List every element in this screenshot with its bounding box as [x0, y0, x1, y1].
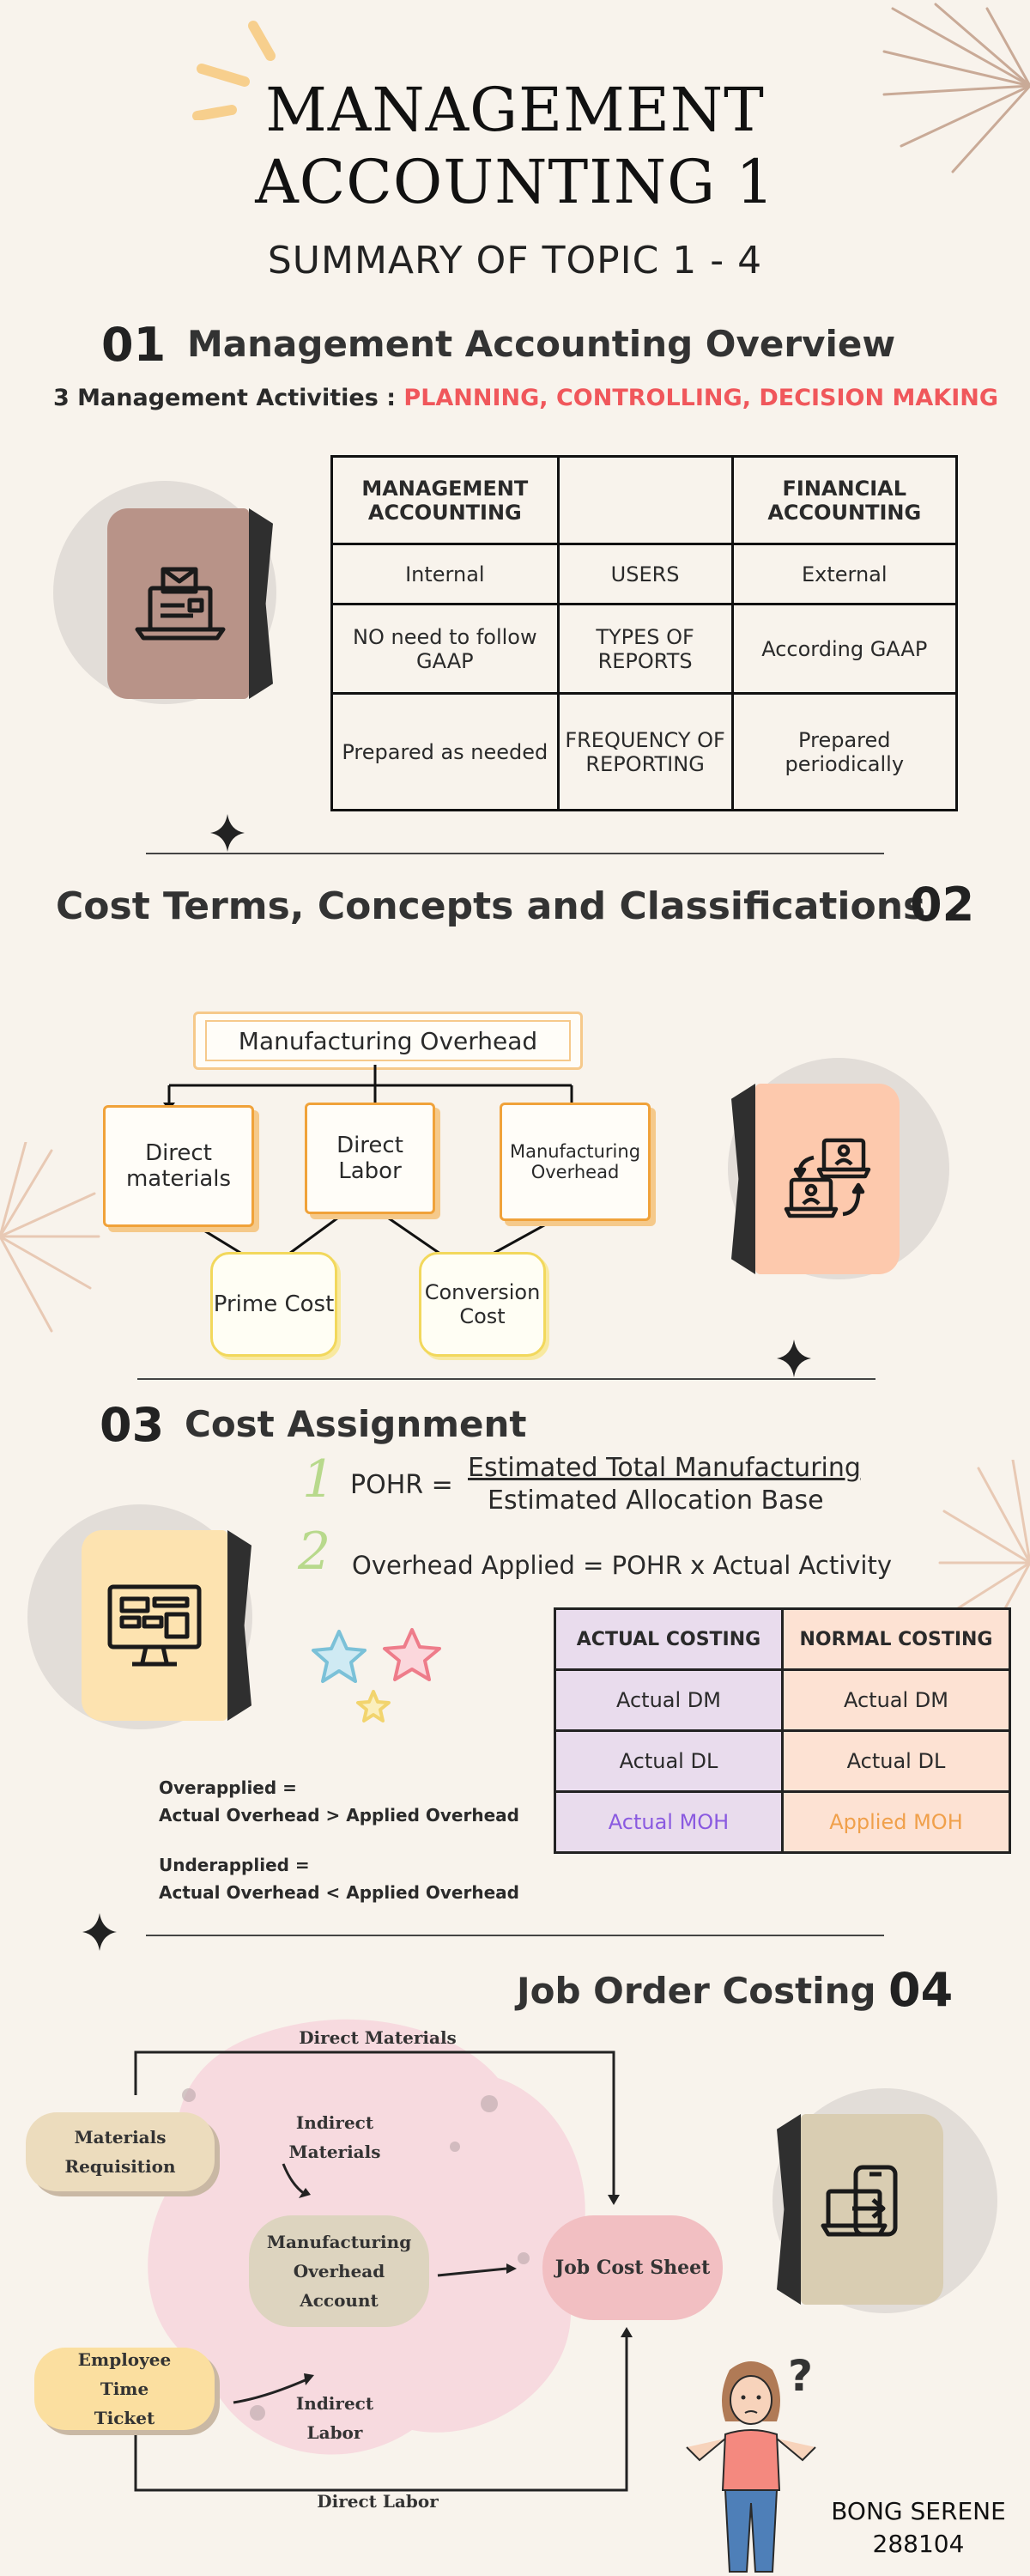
underapplied-text: Actual Overhead < Applied Overhead	[159, 1882, 519, 1903]
table-header-management: MANAGEMENT ACCOUNTING	[330, 455, 560, 545]
direct-labor-box: Direct Labor	[305, 1103, 435, 1214]
section1-number: 01	[101, 318, 167, 372]
formula1-lhs: POHR =	[350, 1470, 453, 1500]
direct-materials-flow-label: Direct Materials	[299, 2027, 457, 2048]
device-transfer-icon	[821, 2165, 898, 2237]
activities-value: PLANNING, CONTROLLING, DECISION MAKING	[403, 385, 998, 411]
manufacturing-overhead-label: Manufacturing Overhead	[509, 1141, 641, 1182]
materials-requisition-label: Materials Requisition	[64, 2127, 176, 2177]
section3-number: 03	[100, 1398, 165, 1452]
direct-materials-label: Direct materials	[125, 1140, 232, 1192]
table-cell: Actual DL	[554, 1729, 784, 1793]
prime-cost-label: Prime Cost	[213, 1291, 335, 1317]
page-title-line1: MANAGEMENT	[265, 75, 765, 145]
table-cell: TYPES OF REPORTS	[556, 603, 734, 695]
table-header-blank	[556, 455, 734, 545]
manufacturing-overhead-account-bubble: Manufacturing Overhead Account	[249, 2215, 429, 2327]
section2-number: 02	[910, 878, 975, 932]
formula1-denominator: Estimated Allocation Base	[488, 1485, 824, 1516]
table-cell: Prepared periodically	[730, 692, 959, 811]
management-vs-financial-table: MANAGEMENT ACCOUNTING FINANCIAL ACCOUNTI…	[330, 455, 959, 811]
conversion-cost-box: Conversion Cost	[419, 1252, 546, 1357]
confused-person-illustration	[686, 2361, 816, 2573]
table-cell: USERS	[556, 543, 734, 605]
conversion-cost-label: Conversion Cost	[424, 1280, 541, 1328]
section4-heading: Job Order Costing	[517, 1970, 876, 2012]
applied-moh-cell: Applied MOH	[781, 1790, 1011, 1854]
formula2-text: Overhead Applied = POHR x Actual Activit…	[352, 1551, 893, 1580]
section4-number: 04	[888, 1963, 954, 2017]
overapplied-note: Overapplied = Actual Overhead > Applied …	[159, 1774, 519, 1829]
job-cost-sheet-label: Job Cost Sheet	[554, 2257, 711, 2279]
table-cell: Actual DM	[781, 1668, 1011, 1732]
materials-requisition-bubble: Materials Requisition	[26, 2112, 215, 2191]
table-cell: Prepared as needed	[330, 692, 560, 811]
divider	[146, 1935, 884, 1936]
computer-icon	[107, 1584, 202, 1667]
page-subtitle: SUMMARY OF TOPIC 1 - 4	[267, 239, 763, 283]
overapplied-text: Actual Overhead > Applied Overhead	[159, 1805, 519, 1826]
manufacturing-overhead-account-label: Manufacturing Overhead Account	[266, 2232, 412, 2311]
collaboration-icon	[784, 1138, 871, 1218]
employee-time-ticket-label: Employee Time Ticket	[77, 2349, 172, 2428]
prime-cost-box: Prime Cost	[210, 1252, 337, 1357]
sunburst-decoration-top-right	[882, 3, 1030, 173]
job-order-flow-connectors	[134, 2050, 633, 2492]
indirect-labor-label: Indirect Labor	[295, 2393, 374, 2443]
employee-time-ticket-bubble: Employee Time Ticket	[34, 2348, 215, 2430]
table-header-financial: FINANCIAL ACCOUNTING	[730, 455, 959, 545]
page-title-line2: ACCOUNTING 1	[255, 147, 775, 217]
table-cell: NO need to follow GAAP	[330, 603, 560, 695]
indirect-materials-label: Indirect Materials	[288, 2112, 381, 2162]
formula2-number: 2	[298, 1522, 331, 1582]
activities-label: 3 Management Activities :	[53, 385, 396, 411]
sparkle-icon	[210, 814, 245, 852]
actual-moh-cell: Actual MOH	[554, 1790, 784, 1854]
diagram-top-box: Manufacturing Overhead	[193, 1012, 583, 1070]
table-cell: External	[730, 543, 959, 605]
author-name: BONG SERENE	[831, 2497, 1006, 2525]
section1-heading: Management Accounting Overview	[187, 323, 896, 365]
email-laptop-icon	[135, 567, 226, 641]
direct-labor-label: Direct Labor	[336, 1133, 403, 1184]
section2-heading: Cost Terms, Concepts and Classifications	[56, 884, 926, 928]
table-cell: Internal	[330, 543, 560, 605]
actual-vs-normal-costing-table: ACTUAL COSTING NORMAL COSTING Actual DM …	[554, 1607, 1011, 1854]
sun-rays-decoration-top-left	[192, 21, 276, 120]
sparkle-icon	[82, 1913, 117, 1951]
table-cell: According GAAP	[730, 603, 959, 695]
management-activities-line: 3 Management Activities : PLANNING, CONT…	[53, 385, 998, 411]
formula1-numerator: Estimated Total Manufacturing	[468, 1453, 861, 1483]
manufacturing-overhead-box: Manufacturing Overhead	[500, 1103, 651, 1221]
table-cell: Actual DM	[554, 1668, 784, 1732]
job-cost-sheet-bubble: Job Cost Sheet	[542, 2215, 723, 2320]
sparkle-icon	[777, 1340, 811, 1377]
overapplied-title: Overapplied =	[159, 1777, 297, 1798]
actual-costing-header: ACTUAL COSTING	[554, 1607, 784, 1671]
author-id: 288104	[872, 2530, 965, 2558]
author-signature: BONG SERENE 288104	[820, 2495, 1017, 2561]
direct-labor-flow-label: Direct Labor	[317, 2491, 439, 2512]
section3-heading: Cost Assignment	[185, 1403, 527, 1445]
question-mark: ?	[788, 2351, 814, 2401]
stars-decoration-icon	[312, 1628, 441, 1722]
divider	[137, 1378, 876, 1380]
normal-costing-header: NORMAL COSTING	[781, 1607, 1011, 1671]
formula1-number: 1	[302, 1449, 336, 1510]
table-cell: FREQUENCY OF REPORTING	[556, 692, 734, 811]
underapplied-note: Underapplied = Actual Overhead < Applied…	[159, 1851, 519, 1906]
sunburst-decoration-left	[0, 1142, 100, 1333]
direct-materials-box: Direct materials	[103, 1105, 254, 1227]
underapplied-title: Underapplied =	[159, 1855, 310, 1875]
diagram-top-label: Manufacturing Overhead	[205, 1020, 571, 1061]
table-cell: Actual DL	[781, 1729, 1011, 1793]
divider	[146, 853, 884, 854]
